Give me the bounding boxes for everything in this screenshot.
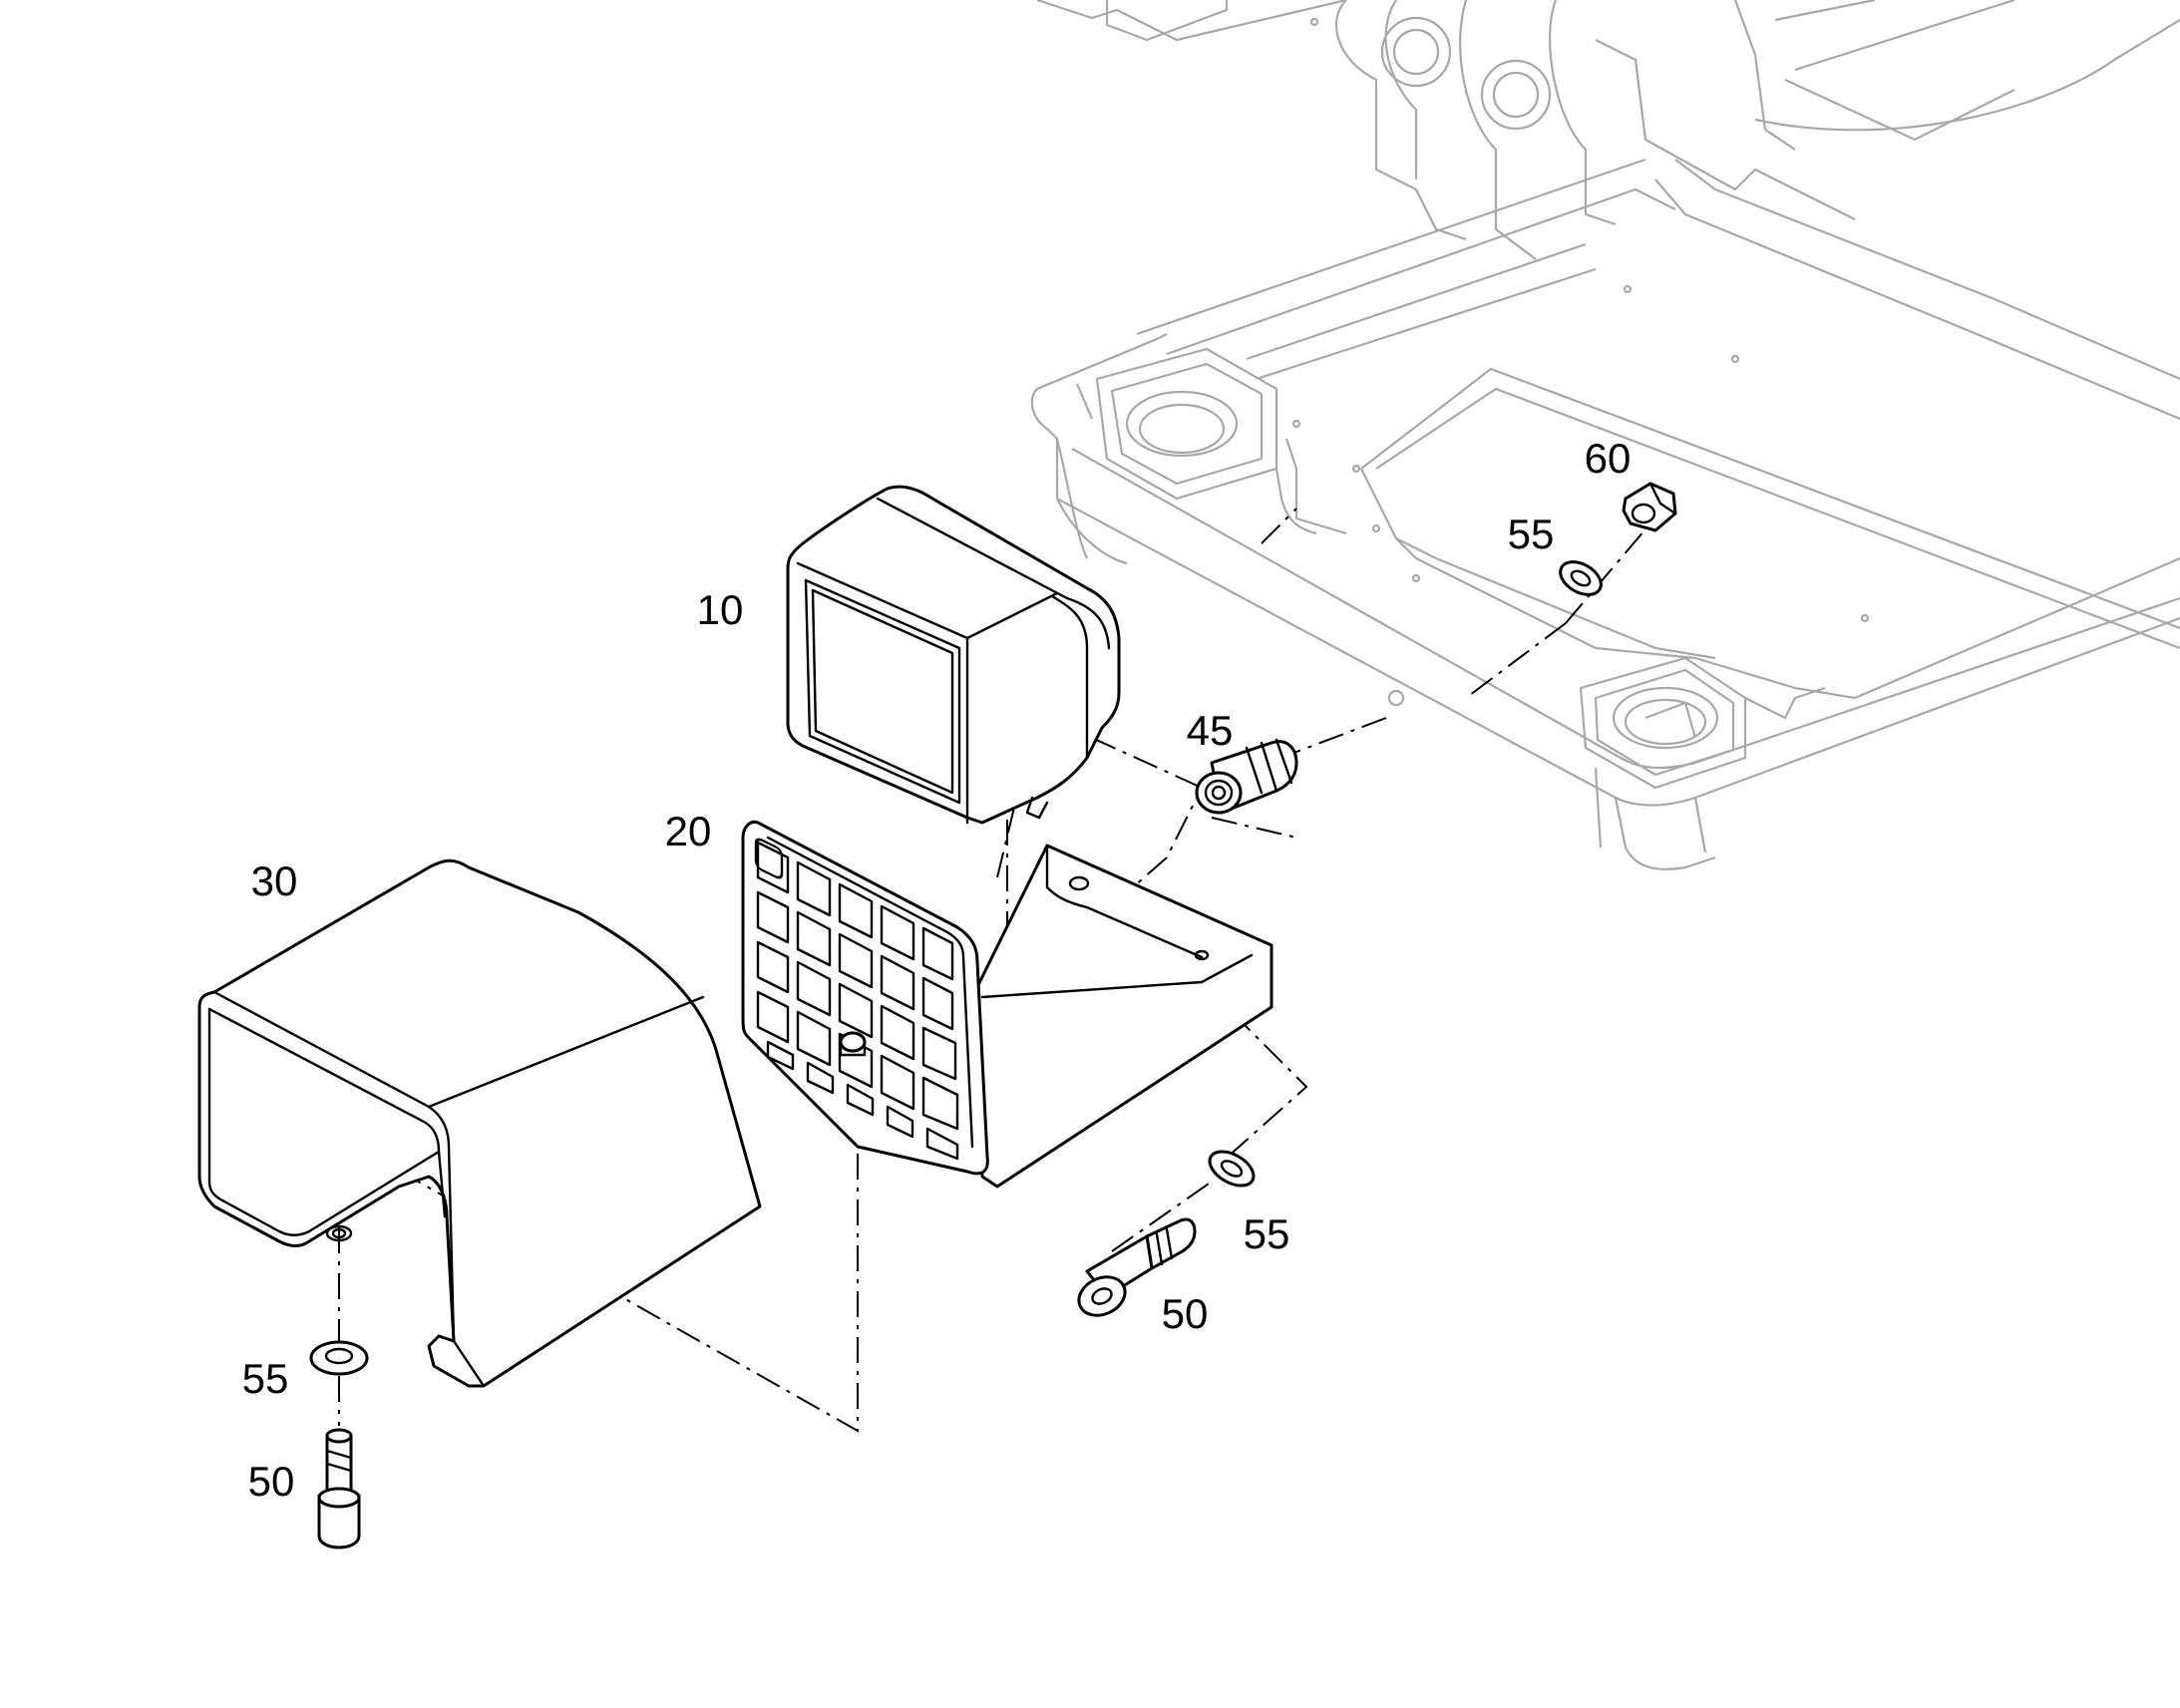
callout-50-right: 50 <box>1162 1290 1209 1337</box>
callout-30: 30 <box>251 857 298 904</box>
part-20-grille-bracket <box>741 820 1273 1189</box>
nut-60 <box>1622 482 1677 532</box>
callout-55-top: 55 <box>1508 511 1555 557</box>
machine-frame-background <box>1030 0 2180 870</box>
bolt-50-left <box>317 1428 361 1549</box>
grille-cells <box>754 838 959 1161</box>
washer-55-top <box>1559 560 1603 596</box>
part-45-cable-gland <box>1195 738 1298 815</box>
part-30-cover <box>197 858 762 1388</box>
callout-45: 45 <box>1187 707 1234 754</box>
callout-55-right: 55 <box>1244 1210 1290 1257</box>
callout-55-left: 55 <box>242 1355 289 1402</box>
part-10-housing <box>786 485 1121 825</box>
callout-20: 20 <box>665 808 712 854</box>
washer-55-right <box>1208 1150 1256 1188</box>
washer-55-left <box>309 1340 369 1376</box>
callout-labels: 10 20 30 45 50 50 55 55 55 60 <box>242 435 1632 1505</box>
bolt-50-right <box>1077 1217 1197 1317</box>
callout-50-left: 50 <box>248 1458 295 1505</box>
callout-60: 60 <box>1585 435 1632 482</box>
callout-10: 10 <box>697 586 744 633</box>
